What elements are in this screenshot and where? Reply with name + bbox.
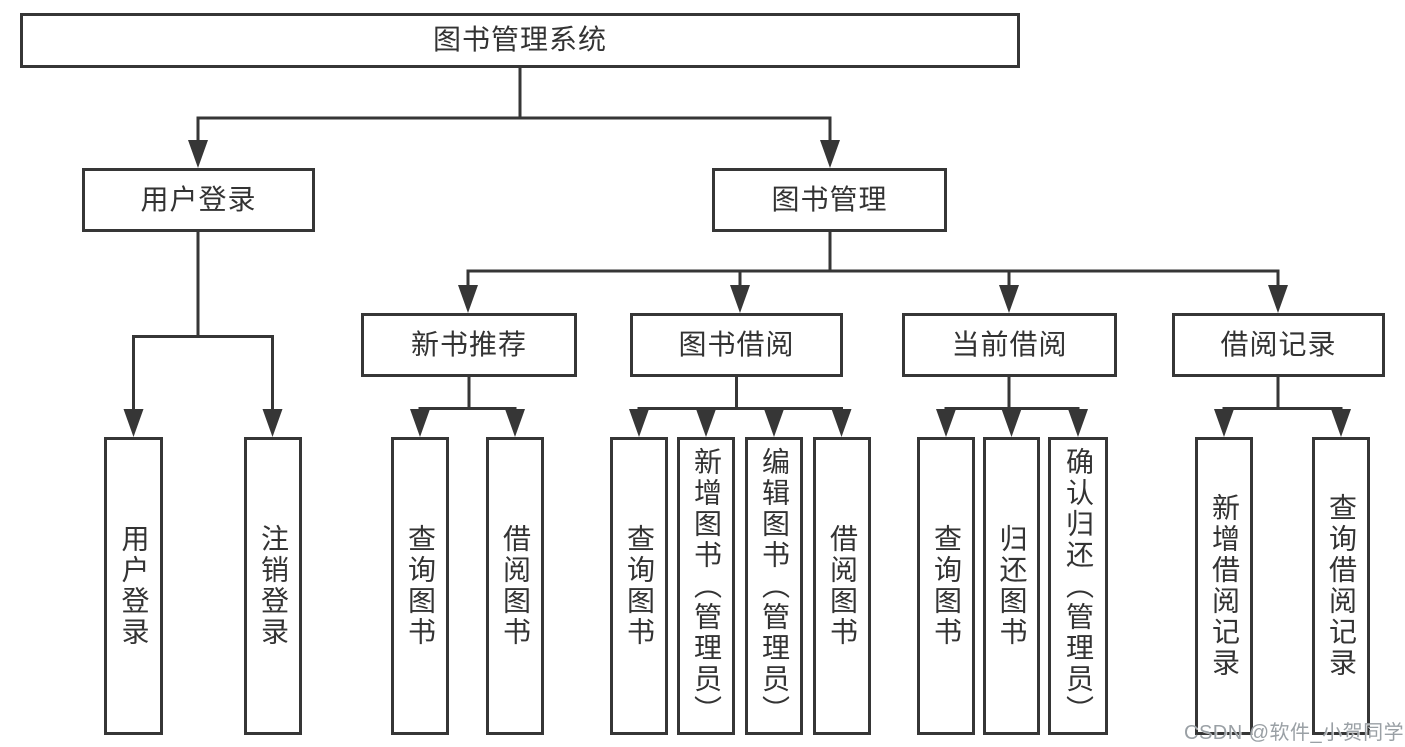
node-label: 新书推荐 [410, 328, 527, 360]
node-label: 用户登录 [118, 524, 150, 648]
leaf-borrow-books-recommend: 借阅图书 [486, 437, 544, 735]
node-new-book-recommend: 新书推荐 [361, 313, 577, 377]
leaf-return-books: 归还图书 [983, 437, 1040, 735]
node-label: 查询借阅记录 [1326, 493, 1357, 679]
leaf-borrow-books-borrowing: 借阅图书 [813, 437, 871, 735]
leaf-add-borrow-record: 新增借阅记录 [1195, 437, 1253, 735]
node-label: 当前借阅 [951, 328, 1068, 360]
node-label: 图书管理 [771, 183, 888, 215]
node-book-management: 图书管理 [712, 168, 947, 232]
leaf-confirm-return-admin: 确认归还（管理员） [1048, 437, 1108, 735]
node-label: 查询图书 [624, 524, 655, 648]
node-label: 借阅图书 [500, 524, 531, 648]
leaf-query-books-current: 查询图书 [917, 437, 975, 735]
node-label: 图书管理系统 [432, 24, 607, 56]
node-book-borrowing: 图书借阅 [630, 313, 843, 377]
node-label: 注销登录 [258, 524, 289, 648]
leaf-query-books-recommend: 查询图书 [391, 437, 449, 735]
node-label: 新增图书（管理员） [691, 446, 722, 726]
node-label: 图书借阅 [678, 328, 795, 360]
leaf-user-login: 用户登录 [104, 437, 163, 735]
node-label: 查询图书 [405, 524, 436, 648]
connector-arrowheads [123, 140, 1351, 437]
node-label: 确认归还（管理员） [1063, 446, 1094, 726]
node-current-borrowing: 当前借阅 [902, 313, 1117, 377]
node-label: 借阅记录 [1220, 328, 1337, 360]
csdn-watermark: CSDN @软件_小贺同学 [1184, 722, 1405, 744]
node-user-login: 用户登录 [82, 168, 315, 232]
node-label: 归还图书 [996, 524, 1028, 648]
leaf-query-borrow-record: 查询借阅记录 [1312, 437, 1370, 735]
node-label: 用户登录 [140, 183, 257, 215]
connector-stems-and-branches [132, 68, 1343, 413]
leaf-query-books-borrowing: 查询图书 [610, 437, 668, 735]
leaf-logout: 注销登录 [244, 437, 302, 735]
node-library-management-system: 图书管理系统 [20, 13, 1020, 68]
node-label: 新增借阅记录 [1209, 493, 1240, 679]
node-label: 编辑图书（管理员） [759, 446, 790, 726]
node-label: 查询图书 [931, 524, 962, 648]
node-label: 借阅图书 [827, 524, 858, 648]
leaf-add-books-admin: 新增图书（管理员） [677, 437, 735, 735]
leaf-edit-books-admin: 编辑图书（管理员） [745, 437, 803, 735]
node-borrowing-records: 借阅记录 [1172, 313, 1385, 377]
